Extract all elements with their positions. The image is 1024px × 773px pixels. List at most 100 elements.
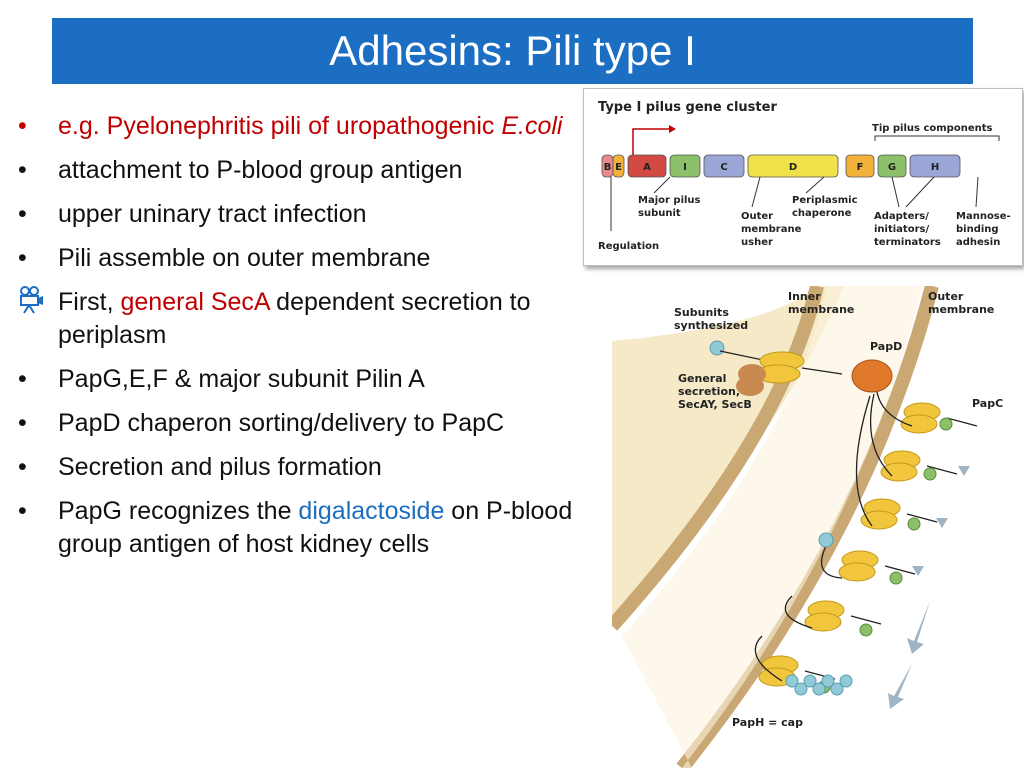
subunits-synthesized-label-2: synthesized (674, 319, 748, 332)
mannose-adhesin-label-3: adhesin (956, 237, 1000, 248)
export-arrow (884, 565, 916, 575)
gene-cluster-title: Type I pilus gene cluster (598, 100, 777, 115)
export-arrow (946, 417, 978, 427)
periplasmic-chaperone-label-2: chaperone (792, 208, 852, 219)
papa-subunit (794, 682, 808, 696)
tip-components-label: Tip pilus components (872, 123, 993, 134)
paph-cap-label: PapH = cap (732, 716, 803, 729)
bullet-highlight: digalactoside (298, 497, 445, 525)
bullet-item: • e.g. Pyelonephritis pili of uropathoge… (18, 110, 588, 143)
periplasmic-chaperone-label: Periplasmic (792, 195, 858, 206)
outer-membrane (676, 284, 939, 773)
gene-h-block (909, 154, 961, 178)
export-arrow (906, 513, 938, 523)
papa-subunit (839, 674, 853, 688)
gene-g-label: G (888, 162, 896, 173)
papg-subunit (923, 467, 937, 481)
bullet-item: • Pili assemble on outer membrane (18, 242, 588, 275)
progression-arrows (888, 441, 970, 709)
gene-c-label: C (720, 162, 727, 173)
papa-subunit (830, 682, 844, 696)
bullet-text: First, (58, 288, 121, 316)
papa-subunit (821, 674, 835, 688)
gene-cluster-figure: Type I pilus gene cluster Tip pilus comp… (583, 88, 1023, 266)
subunit-molecule (818, 532, 834, 548)
gene-f-label: F (857, 162, 864, 173)
major-pilus-label: Major pilus (638, 195, 701, 206)
gene-e-block (612, 154, 625, 178)
papa-subunit (785, 674, 799, 688)
gene-d-label: D (789, 162, 797, 173)
periplasm (622, 286, 922, 768)
outer-membrane-label: Outer (928, 290, 964, 303)
papd-label: PapD (870, 340, 902, 353)
bullet-item: • attachment to P-blood group antigen (18, 154, 588, 187)
bullet-list: • e.g. Pyelonephritis pili of uropathoge… (18, 110, 588, 572)
gene-d-block (747, 154, 839, 178)
adapters-label: Adapters/ (874, 211, 929, 222)
bullet-item: • PapG,E,F & major subunit Pilin A (18, 363, 588, 396)
callout-lines (610, 176, 979, 231)
usher-stack (758, 402, 978, 696)
subunits-synthesized-label: Subunits (674, 306, 729, 319)
bullet-text: on P-blood group antigen of host kidney … (58, 497, 573, 558)
outer-membrane-label-2: membrane (928, 303, 994, 316)
regulation-label: Regulation (598, 241, 659, 252)
bullet-text: PapG recognizes the (58, 497, 299, 525)
papc-usher-lower (838, 562, 876, 582)
major-pilus-label-2: subunit (638, 208, 681, 219)
bullet-symbol: • (18, 497, 27, 525)
bullet-text: upper uninary tract infection (58, 200, 367, 228)
delivery-arrows (754, 391, 913, 682)
bullet-symbol: • (18, 156, 27, 184)
gene-i-block (669, 154, 701, 178)
papg-subunit (889, 571, 903, 585)
bullet-text: attachment to P-blood group antigen (58, 156, 463, 184)
bullet-text: PapD chaperon sorting/delivery to PapC (58, 409, 505, 437)
adapters-label-2: initiators/ (874, 224, 929, 235)
papg-subunit (907, 517, 921, 531)
promoter-arrow (632, 128, 669, 157)
outer-membrane-usher-label: Outer (741, 211, 773, 222)
bullet-symbol: • (18, 365, 27, 393)
inner-membrane (606, 284, 824, 631)
gene-c-block (703, 154, 745, 178)
general-secretion-label: General (678, 372, 726, 385)
papc-usher-lower (804, 612, 842, 632)
bullet-text-italic: E.coli (501, 112, 563, 140)
bullet-item: First, general SecA dependent secretion … (18, 286, 588, 352)
tip-bracket (874, 135, 1000, 141)
general-secretion-label-3: SecAY, SecB (678, 398, 752, 411)
video-camera-icon[interactable] (18, 286, 48, 323)
papc-usher-lower (900, 414, 938, 434)
bullet-symbol: • (18, 244, 27, 272)
bullet-text: Secretion and pilus formation (58, 453, 382, 481)
papg-subunit (859, 623, 873, 637)
papc-usher-lower (880, 462, 918, 482)
papd-chaperone (851, 359, 893, 393)
promoter-arrowhead (669, 125, 676, 133)
export-arrow (926, 465, 958, 475)
slide-title: Adhesins: Pili type I (329, 27, 696, 74)
gene-e-label: E (615, 162, 622, 173)
bullet-symbol: • (18, 112, 27, 140)
gene-i-label: I (683, 162, 687, 173)
bullet-item: • PapD chaperon sorting/delivery to PapC (18, 407, 588, 440)
title-bar: Adhesins: Pili type I (52, 18, 973, 84)
bullet-item: • upper uninary tract infection (18, 198, 588, 231)
bullet-text: PapG,E,F & major subunit Pilin A (58, 365, 425, 393)
bullet-highlight: general SecA (120, 288, 270, 316)
secb-protein-lower (736, 376, 764, 396)
inner-membrane-label: Inner (788, 290, 821, 303)
outer-membrane-usher-label-2: membrane (741, 224, 802, 235)
inner-membrane-label-2: membrane (788, 303, 854, 316)
gene-h-label: H (931, 162, 939, 173)
bullet-symbol: • (18, 409, 27, 437)
bullet-text: e.g. Pyelonephritis pili of uropathogeni… (58, 112, 502, 140)
papc-label: PapC (972, 397, 1003, 410)
mannose-adhesin-label-2: binding (956, 224, 999, 235)
export-arrow (850, 615, 882, 625)
gene-b-label: B (604, 162, 612, 173)
bullet-symbol: • (18, 200, 27, 228)
